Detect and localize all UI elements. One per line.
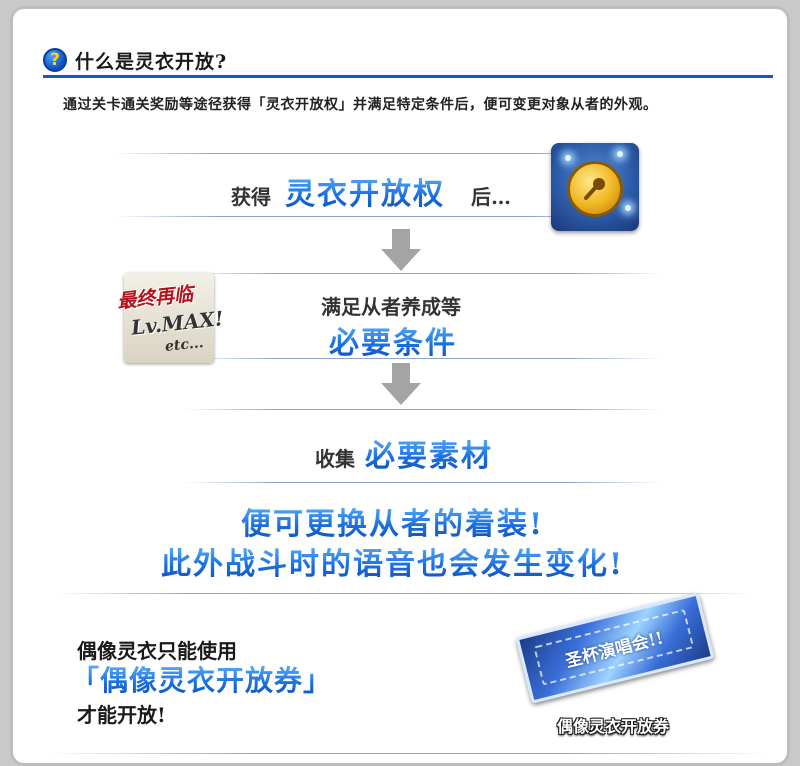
step1-prefix: 获得 xyxy=(231,185,271,209)
sparkle-icon xyxy=(565,155,571,161)
medal-icon xyxy=(567,161,623,217)
step2-line-top xyxy=(183,273,663,274)
section-title: 什么是灵衣开放? xyxy=(75,50,228,73)
step1-band xyxy=(113,154,633,216)
bottom-divider xyxy=(43,753,773,754)
step3-highlight: 必要素材 xyxy=(365,431,493,475)
sparkle-icon xyxy=(617,151,623,157)
step2-line1: 满足从者养成等 xyxy=(321,295,461,319)
intro-text: 通过关卡通关奖励等途径获得「灵衣开放权」并满足特定条件后，便可变更对象从者的外观… xyxy=(63,97,658,113)
step1-line-top xyxy=(113,153,633,154)
step2-line-bottom xyxy=(183,358,663,359)
sparkle-icon xyxy=(625,205,631,211)
requirement-badge xyxy=(124,273,214,363)
idol-ticket-image: 圣杯演唱会!! xyxy=(515,592,715,704)
down-arrow-icon xyxy=(381,229,421,271)
ticket-caption: 偶像灵衣开放券 xyxy=(557,717,670,736)
section-header: ? 什么是灵衣开放? xyxy=(43,45,227,75)
step3-prefix: 收集 xyxy=(315,447,355,471)
question-icon: ? xyxy=(43,48,67,72)
info-panel: ? 什么是灵衣开放? 通过关卡通关奖励等途径获得「灵衣开放权」并满足特定条件后，… xyxy=(10,6,790,766)
step1-highlight: 灵衣开放权 xyxy=(285,169,445,213)
idol-ticket-name: 「偶像灵衣开放券」 xyxy=(71,659,332,699)
microphone-icon xyxy=(584,178,605,200)
step3-line-bottom xyxy=(183,482,663,483)
microphone-medal-icon xyxy=(551,143,639,231)
step2-band xyxy=(183,274,663,358)
idol-note-line3: 才能开放! xyxy=(77,703,166,727)
step3-line-top xyxy=(183,409,663,410)
step1-suffix: 后… xyxy=(471,185,511,209)
ticket-text: 圣杯演唱会!! xyxy=(533,608,695,686)
result-line2: 此外战斗时的语音也会发生变化! xyxy=(161,539,624,583)
step2-highlight: 必要条件 xyxy=(329,318,457,362)
result-line1: 便可更换从者的着装! xyxy=(241,499,544,543)
header-divider xyxy=(43,75,773,78)
idol-note-line1: 偶像灵衣只能使用 xyxy=(77,639,237,663)
result-divider xyxy=(53,593,753,594)
down-arrow-icon xyxy=(381,363,421,405)
step3-band xyxy=(183,410,663,482)
step1-line-bottom xyxy=(113,216,633,217)
